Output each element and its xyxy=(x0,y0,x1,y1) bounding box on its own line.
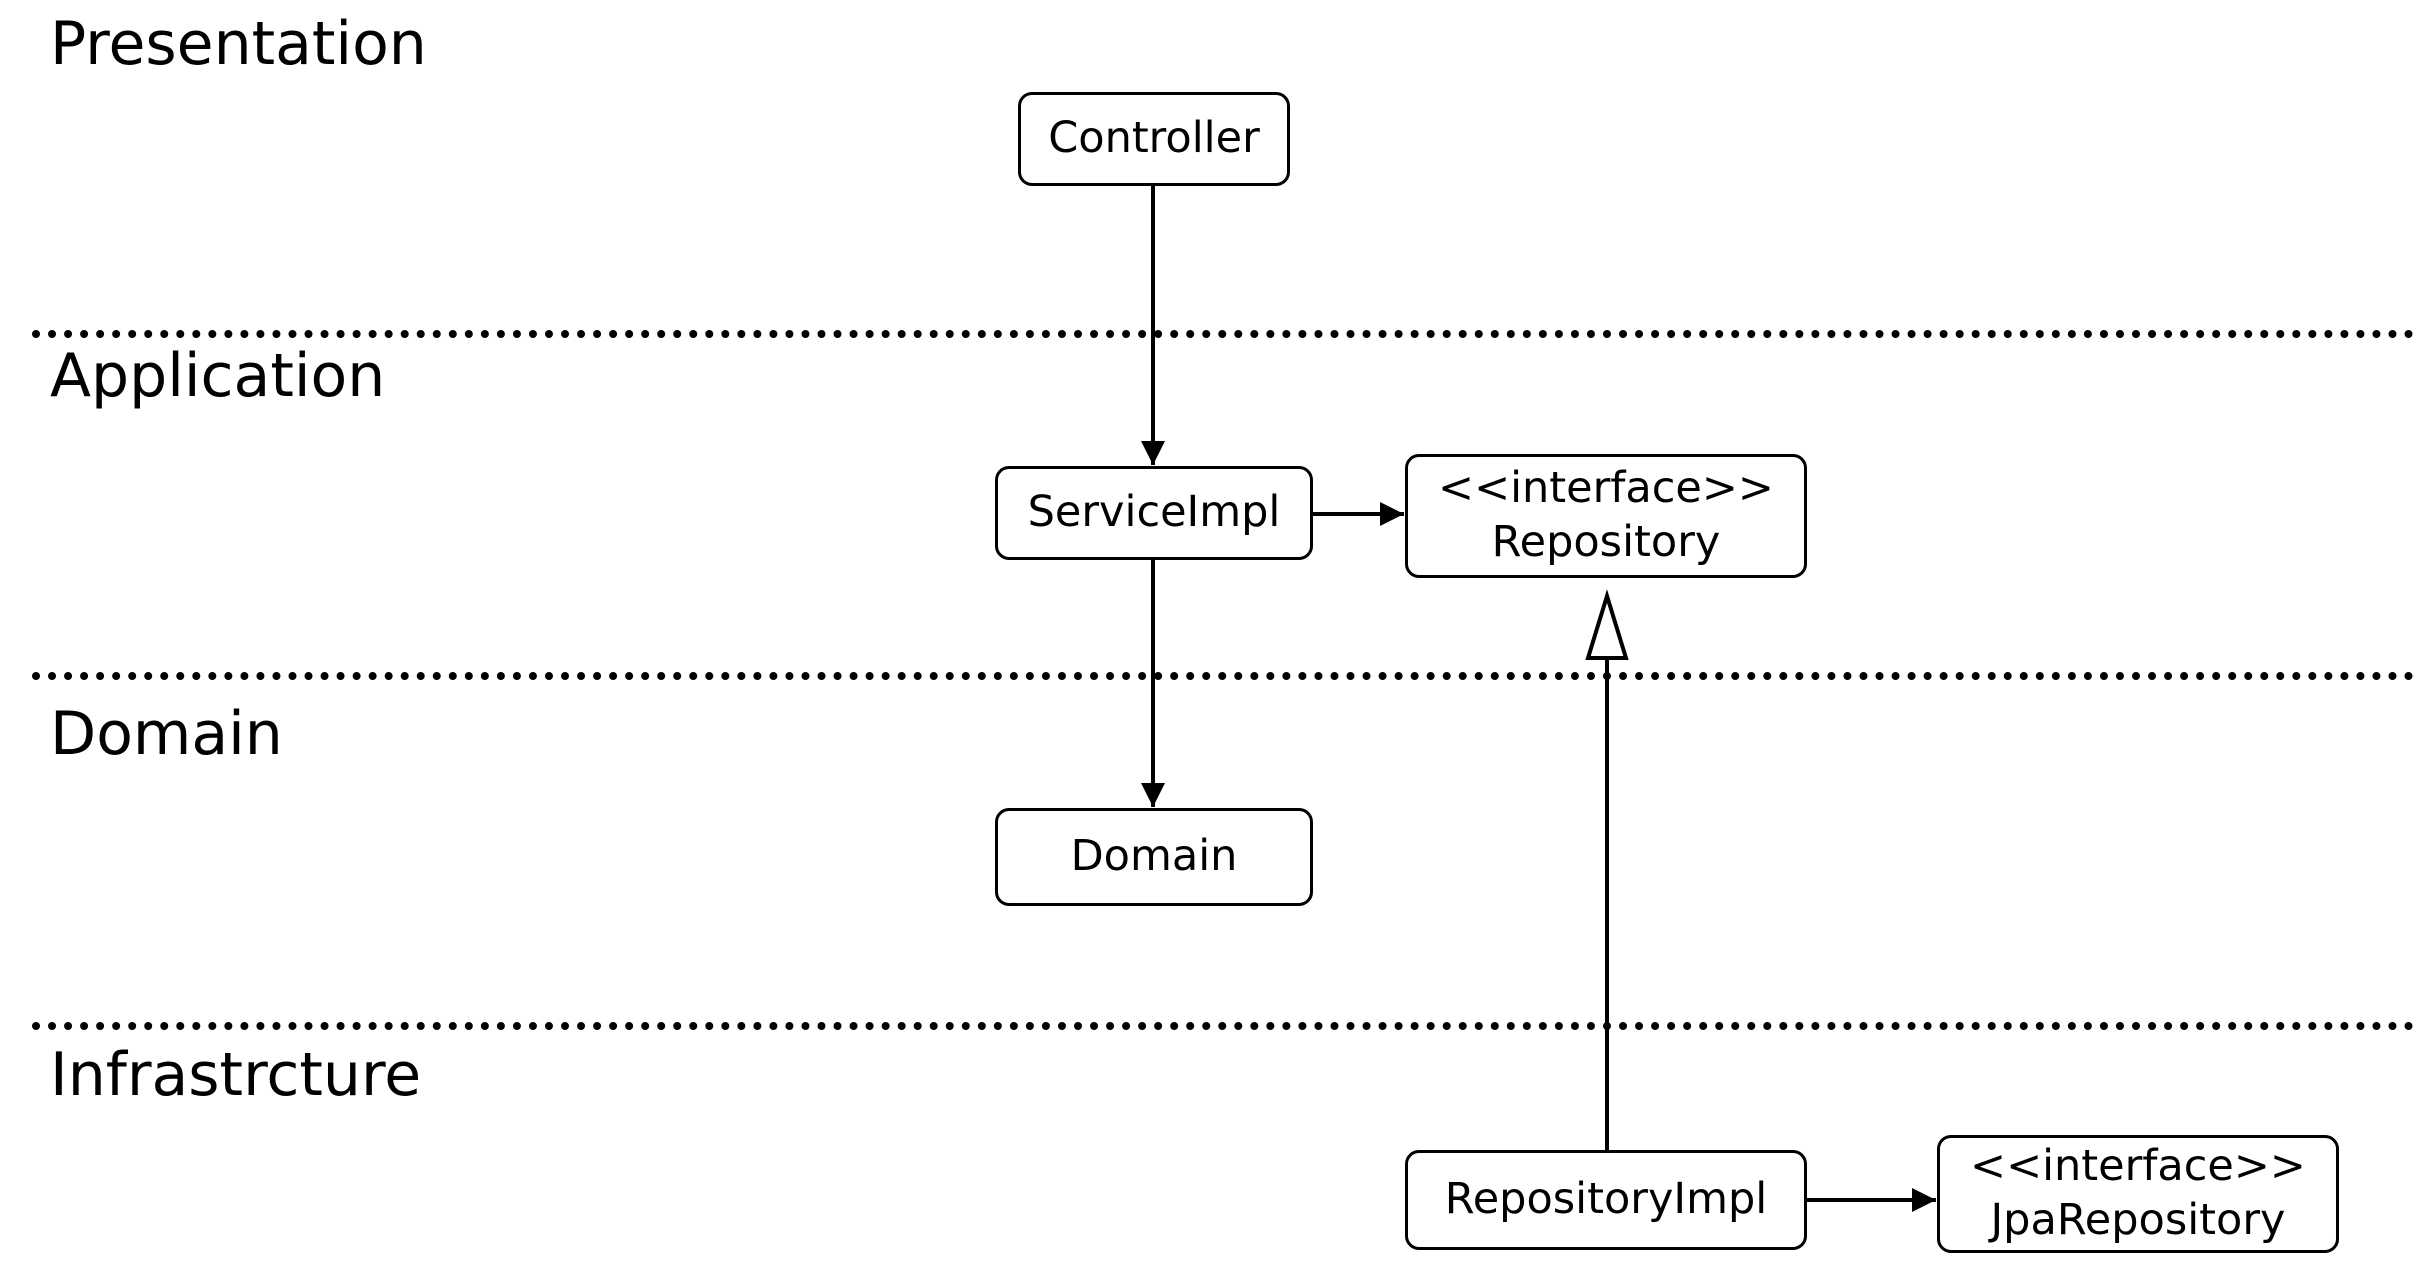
node-label: Controller xyxy=(1048,113,1260,164)
layer-label-infrastructure: Infrastrcture xyxy=(50,1040,422,1110)
node-label: JpaRepository xyxy=(1990,1195,2286,1245)
node-serviceimpl: ServiceImpl xyxy=(995,466,1313,560)
node-jparepository-interface: <<interface>> JpaRepository xyxy=(1937,1135,2339,1253)
layer-label-application: Application xyxy=(50,341,386,411)
node-repositoryimpl: RepositoryImpl xyxy=(1405,1150,1807,1250)
node-controller: Controller xyxy=(1018,92,1290,186)
node-stereotype: <<interface>> xyxy=(1438,463,1774,514)
realization-arrowhead xyxy=(1585,589,1629,660)
node-label: RepositoryImpl xyxy=(1444,1174,1768,1225)
layer-separator xyxy=(32,672,2414,680)
node-repository-interface: <<interface>> Repository xyxy=(1405,454,1807,578)
node-label: ServiceImpl xyxy=(1027,487,1281,538)
layer-separator xyxy=(32,330,2414,338)
node-domain: Domain xyxy=(995,808,1313,906)
layer-label-presentation: Presentation xyxy=(50,9,427,79)
node-stereotype: <<interface>> xyxy=(1970,1141,2306,1192)
layer-separator xyxy=(32,1022,2414,1030)
node-label: Repository xyxy=(1491,517,1721,567)
node-label: Domain xyxy=(1070,831,1238,882)
layer-label-domain: Domain xyxy=(50,699,283,769)
